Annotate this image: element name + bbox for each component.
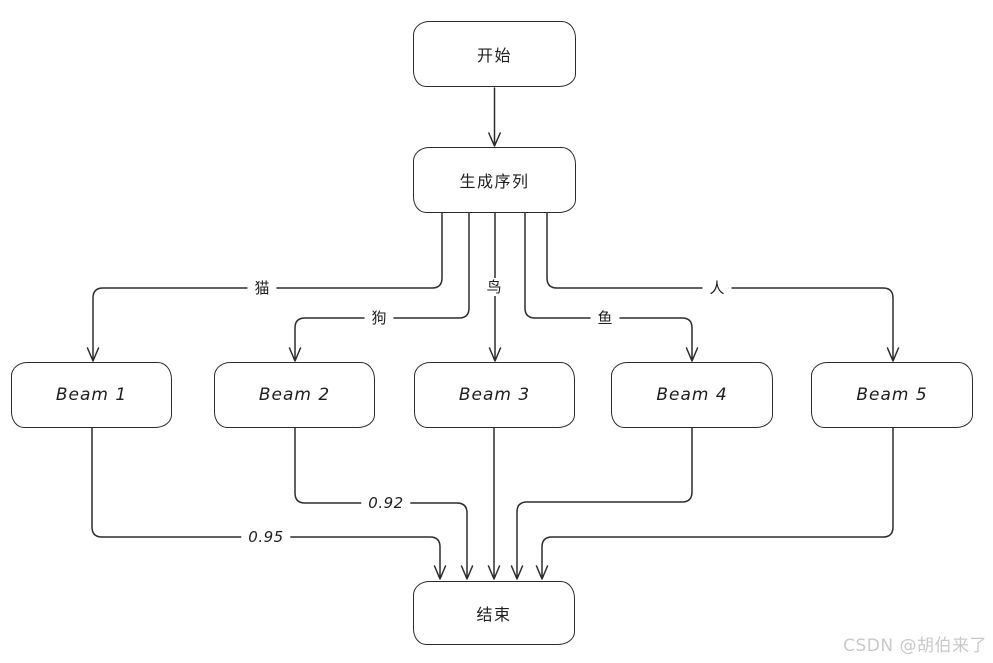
edge-label-bird: 鸟 [479, 278, 509, 296]
node-beam-3-label: Beam 3 [458, 385, 531, 405]
node-generate-sequence: 生成序列 [413, 147, 576, 213]
node-beam-2: Beam 2 [214, 362, 375, 428]
node-beam-5-label: Beam 5 [856, 385, 928, 405]
edge-label-dog: 狗 [364, 309, 394, 327]
node-beam-3: Beam 3 [414, 362, 575, 428]
node-beam-4-label: Beam 4 [656, 385, 728, 405]
node-generate-sequence-label: 生成序列 [459, 172, 530, 191]
node-beam-2-label: Beam 2 [258, 385, 331, 405]
edge-beam3-to-end [487, 427, 501, 580]
edge-label-person: 人 [702, 279, 732, 297]
node-end: 结束 [413, 581, 575, 645]
node-start: 开始 [413, 21, 576, 87]
edge-label-cat: 猫 [247, 279, 277, 297]
node-beam-1-label: Beam 1 [55, 385, 128, 405]
edge-beam5-to-end [535, 427, 894, 580]
edge-label-fish: 鱼 [590, 309, 620, 327]
node-beam-5: Beam 5 [811, 362, 973, 428]
edge-start-to-generate [488, 87, 501, 147]
node-end-label: 结束 [476, 605, 512, 624]
node-beam-4: Beam 4 [611, 362, 773, 428]
edge-label-score-095: 0.95 [241, 528, 291, 546]
edge-label-score-092: 0.92 [361, 494, 411, 512]
edge-beam4-to-end [510, 427, 693, 580]
node-start-label: 开始 [476, 46, 512, 65]
watermark-text: CSDN @胡伯来了 [843, 636, 987, 656]
node-beam-1: Beam 1 [11, 362, 172, 428]
